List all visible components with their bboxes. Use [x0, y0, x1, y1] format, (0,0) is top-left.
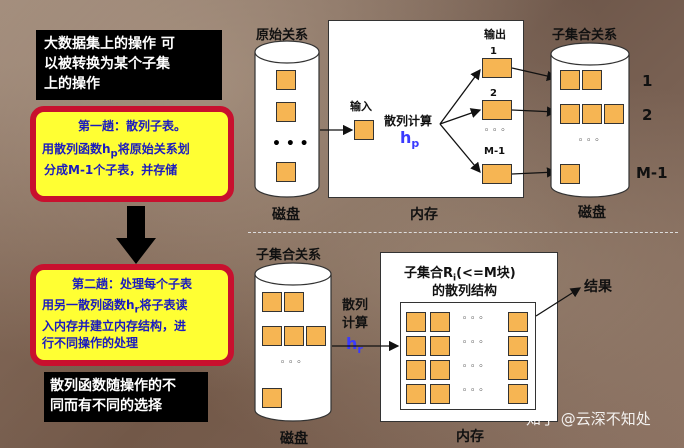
output-bucket-m1 [482, 164, 512, 184]
conclusion-box: 散列函数随操作的不 同而有不同的选择 [44, 372, 208, 422]
subset-top-m1 [560, 164, 580, 184]
hs-dots-3: ◦ ◦ ◦ [462, 362, 484, 372]
subset-relation-label-bottom: 子集合关系 [256, 248, 322, 263]
bucket-label-1: 1 [490, 46, 497, 57]
structure-title-1: 子集合Ri(<=M块) [404, 262, 516, 284]
subset-bottom-2c [306, 326, 326, 346]
hs-r3c3 [508, 360, 528, 380]
subset-relation-label-top: 子集合关系 [552, 28, 618, 43]
disk-label-top-left: 磁盘 [272, 207, 300, 223]
hs-r1c1 [406, 312, 426, 332]
hs-r3c2 [430, 360, 450, 380]
hash-h-bottom: h [346, 334, 358, 353]
pass-two-sub: r [134, 304, 140, 316]
output-bucket-1 [482, 58, 512, 78]
pass-one-box: 第一趟：散列子表。 用散列函数hp将原始关系划 分成M-1个子表，并存储 [30, 106, 234, 202]
pass-one-desc-2: 分成M-1个子表，并存储 [44, 163, 178, 178]
memory-label-top: 内存 [410, 207, 438, 223]
pass-two-desc-2: 入内存并建立内存结构，进 [42, 319, 187, 334]
intro-line-2: 以被转换为某个子集 [44, 56, 170, 72]
input-buffer [354, 120, 374, 140]
bucket-label-m1: M-1 [484, 146, 506, 157]
structure-title-b: (<=M块) [456, 266, 516, 281]
hash-h-top: h [400, 128, 412, 147]
pass-two-title: 第二趟：处理每个子表 [71, 277, 192, 291]
original-relation-label: 原始关系 [256, 28, 309, 43]
subset-top-1a [560, 70, 580, 90]
original-block-2 [276, 102, 296, 122]
pass-one-title: 第一趟：散列子表。 [77, 119, 186, 133]
intro-line-3: 上的操作 [44, 76, 100, 92]
hs-r1c3 [508, 312, 528, 332]
structure-title-sub: i [453, 273, 457, 284]
hs-r1c2 [430, 312, 450, 332]
hs-dots-2: ◦ ◦ ◦ [462, 338, 484, 348]
subset-bottom-m1 [262, 388, 282, 408]
input-label: 输入 [350, 100, 372, 113]
section-divider [248, 232, 678, 233]
original-ellipsis: • • • [272, 136, 309, 152]
pass-two-text-b: 将子表读 [139, 298, 188, 312]
intro-box: 大数据集上的操作 可 以被转换为某个子集 上的操作 [36, 30, 222, 100]
original-block-1 [276, 70, 296, 90]
hash-compute-label: 散列计算 [384, 114, 433, 128]
structure-title-a: 子集合R [404, 266, 454, 281]
output-bucket-2 [482, 100, 512, 120]
bucket-label-2: 2 [490, 88, 497, 99]
original-block-3 [276, 162, 296, 182]
subset-top-ellipsis: ◦ ◦ ◦ [578, 136, 600, 146]
right-label-m1: M-1 [636, 164, 668, 182]
structure-title-2: 的散列结构 [432, 284, 498, 299]
subset-bottom-1b [284, 292, 304, 312]
hs-dots-1: ◦ ◦ ◦ [462, 314, 484, 324]
subset-bottom-ellipsis: ◦ ◦ ◦ [280, 358, 302, 368]
down-arrow-icon [116, 206, 156, 264]
hash-function-bottom: hr [346, 334, 363, 356]
subset-bottom-2a [262, 326, 282, 346]
hs-r2c1 [406, 336, 426, 356]
hs-r2c2 [430, 336, 450, 356]
pass-one-text-a: 用散列函数h [42, 142, 111, 156]
subset-top-2a [560, 104, 580, 124]
original-disk [254, 40, 320, 198]
conclusion-line-1: 散列函数随操作的不 [50, 378, 176, 394]
subset-bottom-1a [262, 292, 282, 312]
pass-two-desc-1: 用另一散列函数hr将子表读 [42, 297, 222, 318]
hash-label-bottom-2: 计算 [342, 316, 369, 331]
hash-label-bottom-1: 散列 [342, 298, 369, 313]
right-label-1: 1 [642, 72, 653, 90]
conclusion-line-2: 同而有不同的选择 [50, 398, 162, 414]
pass-one-text-b: 将原始关系划 [117, 142, 190, 156]
disk-label-bottom: 磁盘 [280, 431, 308, 447]
hash-function-top: hp [400, 128, 419, 150]
subset-bottom-2b [284, 326, 304, 346]
subset-disk-label-top: 磁盘 [578, 205, 606, 221]
pass-two-text-a: 用另一散列函数h [42, 298, 135, 312]
subset-top-1b [582, 70, 602, 90]
watermark: 知乎 @云深不知处 [526, 410, 651, 428]
output-ellipsis: ◦ ◦ ◦ [484, 126, 506, 136]
hs-r4c1 [406, 384, 426, 404]
hash-sub-top: p [411, 137, 420, 151]
pass-one-desc-1: 用散列函数hp将原始关系划 [42, 141, 222, 162]
hs-r3c1 [406, 360, 426, 380]
result-label: 结果 [584, 279, 612, 295]
memory-label-bottom: 内存 [456, 429, 484, 445]
pass-two-desc-3: 行不同操作的处理 [42, 336, 139, 351]
hs-r2c3 [508, 336, 528, 356]
hash-sub-bottom: r [357, 343, 363, 357]
pass-one-sub: p [110, 148, 118, 160]
hs-r4c3 [508, 384, 528, 404]
subset-top-2b [582, 104, 602, 124]
pass-two-box: 第二趟：处理每个子表 用另一散列函数hr将子表读 入内存并建立内存结构，进 行不… [30, 264, 234, 366]
hs-dots-4: ◦ ◦ ◦ [462, 386, 484, 396]
subset-top-2c [604, 104, 624, 124]
output-label: 输出 [484, 28, 506, 41]
hs-r4c2 [430, 384, 450, 404]
right-label-2: 2 [642, 106, 653, 124]
intro-line-1: 大数据集上的操作 可 [44, 36, 175, 52]
